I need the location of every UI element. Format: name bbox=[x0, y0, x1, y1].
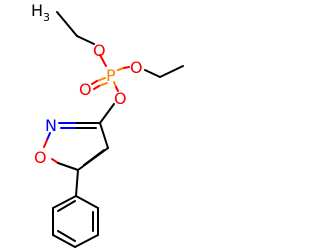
bond-p-o-double-c bbox=[98, 82, 108, 87]
atom-label-n-ring: N bbox=[45, 116, 57, 135]
atom-label-methyl-1: H bbox=[31, 1, 43, 20]
bond-o-aryl-c3 bbox=[99, 103, 115, 124]
bond-ch2-ch3-2 bbox=[159, 65, 184, 78]
atom-labels: H 3 O O O P O N O bbox=[31, 1, 143, 167]
bond-c4-c3 bbox=[99, 122, 109, 149]
atom-subscript-methyl-1: 3 bbox=[43, 11, 50, 24]
bond-ph-inner-b bbox=[57, 230, 76, 242]
bond-o-ester1-p bbox=[99, 54, 107, 67]
bond-ch2-o-ester1 bbox=[76, 35, 95, 45]
atom-label-o-ester-2: O bbox=[130, 58, 143, 77]
bond-p-o-aryl-b bbox=[115, 86, 119, 92]
bond-o-ring-c5-a bbox=[51, 158, 59, 164]
bond-c5-c4-b bbox=[83, 149, 105, 166]
atom-label-o-aryl: O bbox=[114, 89, 127, 108]
bond-o-ring-c5-b bbox=[57, 162, 79, 171]
bond-ph-3-4 bbox=[74, 234, 99, 248]
bond-o-ester2-ch2 bbox=[144, 69, 161, 78]
bond-methyl1-ch2 bbox=[56, 11, 78, 37]
bond-p-o-ester2-b bbox=[123, 66, 130, 69]
bonds bbox=[43, 11, 184, 248]
atom-label-o-double: O bbox=[79, 80, 92, 99]
bond-p-o-double-d bbox=[93, 85, 100, 90]
atom-label-o-ring: O bbox=[34, 148, 47, 167]
bond-ph-1-2 bbox=[75, 195, 99, 209]
bond-p-o-double-b bbox=[91, 80, 98, 85]
molecule-structure-diagram: H 3 O O O P O N O bbox=[31, 1, 184, 248]
bond-ph-4-5 bbox=[52, 234, 76, 248]
atom-label-o-ester-1: O bbox=[93, 41, 106, 60]
bond-n-o-ring-b bbox=[43, 139, 48, 148]
bond-n-o-ring-a bbox=[46, 132, 51, 141]
bond-c5-phenyl bbox=[75, 169, 79, 197]
bond-p-o-double-a bbox=[96, 77, 106, 82]
bond-p-o-ester2-a bbox=[117, 67, 125, 71]
bond-ph-6-1 bbox=[52, 195, 77, 209]
atom-label-phosphorus: P bbox=[106, 66, 116, 85]
bond-ph-inner-c bbox=[57, 200, 76, 212]
